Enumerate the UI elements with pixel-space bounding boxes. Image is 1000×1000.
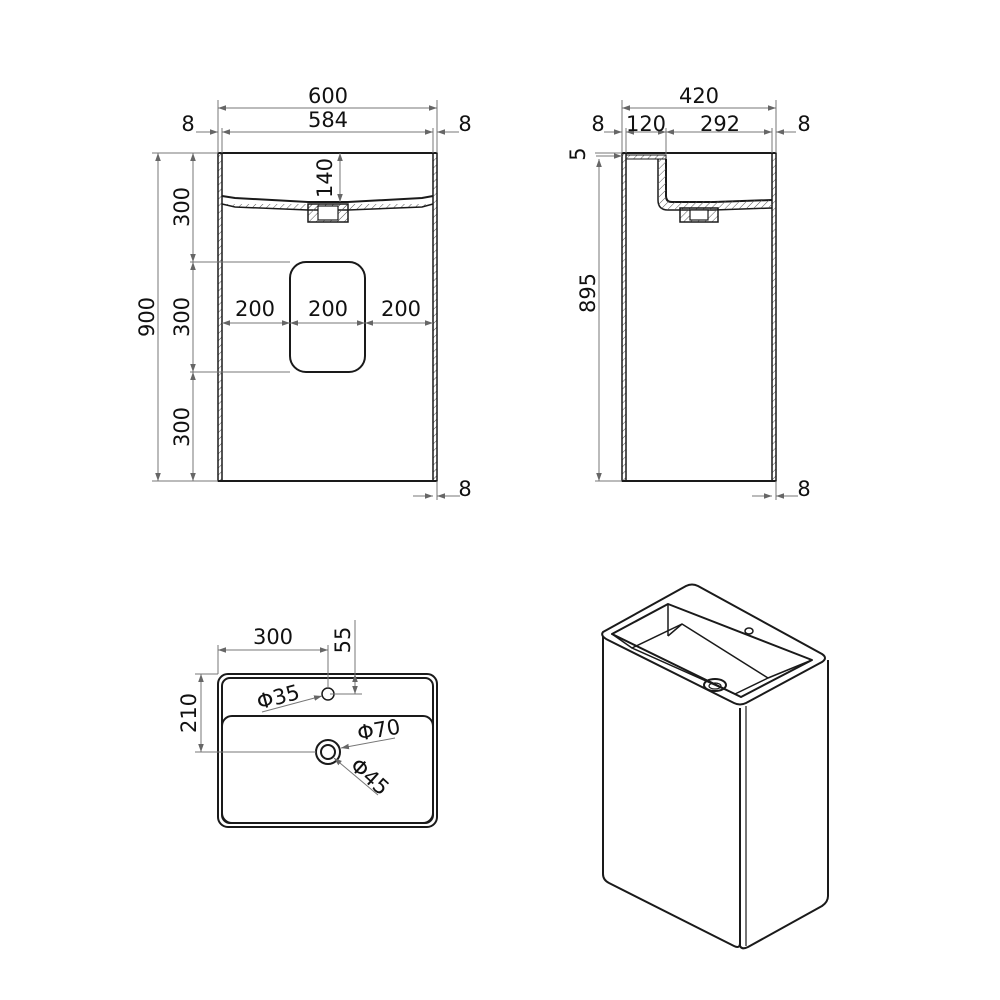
dim-tap-hole: Φ35 bbox=[254, 680, 302, 714]
side-view bbox=[621, 152, 777, 482]
dim-side-height: 895 bbox=[576, 273, 600, 313]
drain-inner bbox=[320, 744, 336, 760]
top-dimension-labels: 300 55 210 Φ35 Φ70 Φ45 bbox=[177, 625, 402, 800]
side-dimensions bbox=[595, 100, 798, 500]
dim-opening-left: 200 bbox=[235, 297, 275, 321]
dim-height-bottom: 300 bbox=[170, 407, 194, 447]
dim-opening-width: 200 bbox=[308, 297, 348, 321]
top-basin-outline bbox=[221, 715, 434, 824]
iso-right-face bbox=[739, 660, 829, 950]
dim-height-top: 300 bbox=[170, 187, 194, 227]
top-view bbox=[217, 673, 438, 828]
dim-side-bottom-wall: 8 bbox=[797, 477, 810, 501]
dim-drain-inner: Φ45 bbox=[346, 753, 394, 800]
dim-total-height: 900 bbox=[135, 297, 159, 337]
dim-side-left-wall: 8 bbox=[591, 112, 604, 136]
iso-drain bbox=[703, 678, 727, 692]
front-dimension-labels: 600 584 8 8 140 900 300 300 300 200 200 … bbox=[135, 84, 472, 501]
dim-left-wall: 8 bbox=[181, 112, 194, 136]
dim-height-mid: 300 bbox=[170, 297, 194, 337]
dim-overall-width: 600 bbox=[308, 84, 348, 108]
dim-tap-edge: 55 bbox=[331, 627, 355, 654]
side-basin bbox=[665, 159, 773, 203]
front-left-wall bbox=[217, 152, 223, 482]
top-outer-outline bbox=[217, 673, 438, 828]
iso-left-face bbox=[602, 636, 741, 948]
top-dimensions bbox=[195, 620, 396, 796]
dim-basin-depth: 140 bbox=[313, 158, 337, 198]
front-dimensions bbox=[152, 100, 460, 500]
iso-tap-hole bbox=[744, 627, 754, 635]
dim-drain-distance: 210 bbox=[177, 693, 201, 733]
front-basin-bottom bbox=[221, 195, 434, 203]
isometric-view bbox=[601, 583, 829, 950]
side-dimension-labels: 420 8 120 292 8 5 895 8 bbox=[566, 84, 811, 501]
dim-rear-section: 120 bbox=[626, 112, 666, 136]
front-view bbox=[217, 152, 438, 482]
dim-basin-section: 292 bbox=[700, 112, 740, 136]
dim-side-right-wall: 8 bbox=[797, 112, 810, 136]
dim-opening-right: 200 bbox=[381, 297, 421, 321]
front-opening bbox=[289, 261, 366, 373]
dim-tap-offset: 300 bbox=[253, 625, 293, 649]
dim-top-thickness: 5 bbox=[566, 147, 590, 160]
dim-inner-width: 584 bbox=[308, 108, 348, 132]
dim-bottom-wall: 8 bbox=[458, 477, 471, 501]
side-back-wall bbox=[621, 152, 627, 482]
side-front-wall bbox=[771, 152, 777, 482]
dim-overall-depth: 420 bbox=[679, 84, 719, 108]
dim-right-wall: 8 bbox=[458, 112, 471, 136]
front-right-wall bbox=[432, 152, 438, 482]
iso-top-outline bbox=[601, 583, 826, 706]
dim-drain-outer: Φ70 bbox=[355, 715, 402, 746]
